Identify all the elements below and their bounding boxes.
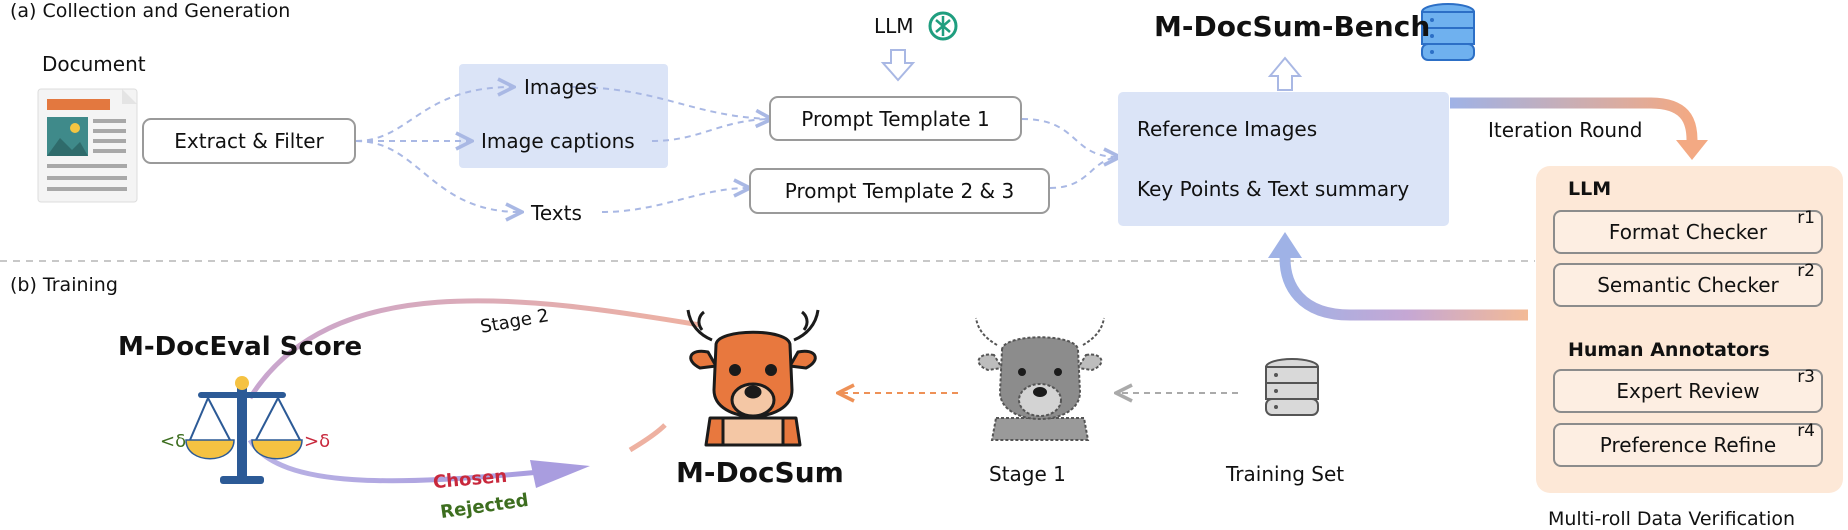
deer-model-icon xyxy=(686,309,820,447)
preference-refine-tag: r4 xyxy=(1797,421,1815,441)
iteration-arrow-head xyxy=(1676,140,1708,160)
reference-images-label: Reference Images xyxy=(1137,117,1318,141)
llm-label: LLM xyxy=(874,14,914,38)
score-title: M-DocEval Score xyxy=(118,332,363,362)
section-b-title: (b) Training xyxy=(10,274,118,296)
expert-review-tag: r3 xyxy=(1797,367,1815,387)
stage1-deer-icon xyxy=(975,317,1105,441)
document-icon xyxy=(37,88,138,203)
image-captions-label: Image captions xyxy=(481,129,635,153)
model-name-label: M-DocSum xyxy=(676,456,844,489)
preference-refine-box: Preference Refine r4 xyxy=(1553,421,1823,467)
images-label: Images xyxy=(524,75,598,99)
document-label: Document xyxy=(42,52,146,76)
verification-caption: Multi-roll Data Verification xyxy=(1548,508,1796,530)
preference-refine-label: Preference Refine xyxy=(1599,433,1777,457)
extract-filter-box: Extract & Filter xyxy=(142,118,356,164)
less-delta-label: <δ xyxy=(160,431,187,452)
prompt-template-1-box: Prompt Template 1 xyxy=(769,96,1022,141)
stage1-label: Stage 1 xyxy=(989,462,1066,486)
bench-up-arrow xyxy=(1267,56,1303,91)
greater-delta-label: >δ xyxy=(304,431,331,452)
format-checker-label: Format Checker xyxy=(1608,220,1768,244)
llm-down-arrow xyxy=(880,49,916,82)
semantic-checker-tag: r2 xyxy=(1797,261,1815,281)
chosen-arrow-head xyxy=(530,460,590,488)
expert-review-box: Expert Review r3 xyxy=(1553,367,1823,413)
key-points-label: Key Points & Text summary xyxy=(1137,177,1410,201)
feedback-arrow-head xyxy=(1268,232,1302,258)
training-set-label: Training Set xyxy=(1226,462,1345,486)
semantic-checker-box: Semantic Checker r2 xyxy=(1553,261,1823,307)
format-checker-box: Format Checker r1 xyxy=(1553,208,1823,254)
semantic-checker-label: Semantic Checker xyxy=(1597,273,1779,297)
bench-output-panel: Reference Images Key Points & Text summa… xyxy=(1118,92,1449,226)
stage2-curve xyxy=(247,298,701,400)
extract-flow-arrows xyxy=(355,87,1118,212)
iteration-round-label: Iteration Round xyxy=(1488,118,1643,142)
iteration-arrow xyxy=(1450,97,1698,141)
feedback-arrow xyxy=(1279,257,1528,321)
verification-llm-label: LLM xyxy=(1568,178,1612,200)
format-checker-tag: r1 xyxy=(1797,208,1815,228)
database-icon xyxy=(1421,3,1475,61)
expert-review-label: Expert Review xyxy=(1616,379,1760,403)
training-database-icon xyxy=(1265,358,1319,416)
human-annotators-label: Human Annotators xyxy=(1568,339,1770,361)
texts-label: Texts xyxy=(531,201,582,225)
prompt-template-23-box: Prompt Template 2 & 3 xyxy=(749,168,1050,214)
bench-title: M-DocSum-Bench xyxy=(1154,10,1431,43)
llm-logo-icon xyxy=(928,11,958,41)
section-a-title: (a) Collection and Generation xyxy=(10,0,291,22)
balance-scale-icon xyxy=(185,376,303,484)
